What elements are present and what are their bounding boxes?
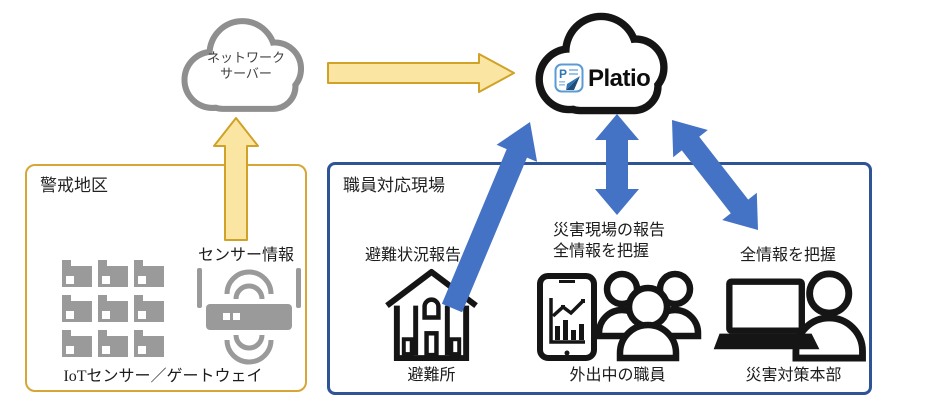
platio-brand-text: Platio bbox=[588, 64, 651, 92]
arrow-staff-platio-bidirectional bbox=[595, 114, 639, 215]
iot-devices-label: IoTセンサー／ゲートウェイ bbox=[63, 368, 263, 385]
hq-bottom-label: 災害対策本部 bbox=[745, 367, 842, 384]
network-cloud-label-line2: サーバー bbox=[220, 66, 272, 81]
staff-top-label-line1: 災害現場の報告 bbox=[553, 222, 666, 239]
iot-sensor-grid bbox=[62, 260, 164, 357]
iot-sensor-icon bbox=[98, 295, 128, 322]
arrow-network-to-platio bbox=[327, 53, 515, 93]
staff-top-label-line2: 全情報を把握 bbox=[553, 243, 650, 260]
iot-sensor-icon bbox=[62, 295, 92, 322]
staff-bottom-label: 外出中の職員 bbox=[569, 367, 666, 384]
sensor-info-label: センサー情報 bbox=[197, 247, 294, 264]
staff-response-title: 職員対応現場 bbox=[343, 176, 445, 195]
smartphone-chart-icon bbox=[537, 273, 597, 361]
iot-sensor-icon bbox=[62, 260, 92, 287]
blue-arrows-group bbox=[441, 114, 758, 313]
laptop-icon bbox=[713, 278, 820, 350]
iot-sensor-icon bbox=[134, 295, 164, 322]
hq-top-label: 全情報を把握 bbox=[739, 247, 836, 264]
iot-sensor-icon bbox=[134, 260, 164, 287]
staff-top-label: 災害現場の報告 全情報を把握 bbox=[553, 220, 713, 262]
iot-sensor-icon bbox=[98, 330, 128, 357]
arrow-hq-platio-bidirectional bbox=[672, 120, 758, 230]
platio-app-icon-letter: P bbox=[559, 67, 567, 81]
people-group-icon bbox=[595, 270, 702, 362]
arrow-shelter-to-platio bbox=[441, 122, 538, 313]
iot-sensor-icon bbox=[134, 330, 164, 357]
laptop-and-person-icon bbox=[713, 270, 866, 362]
shelter-bottom-label: 避難所 bbox=[407, 367, 456, 384]
shelter-icon bbox=[385, 268, 478, 362]
network-cloud-label: ネットワーク サーバー bbox=[186, 50, 306, 82]
phone-and-people-icon bbox=[537, 270, 702, 362]
iot-sensor-icon bbox=[98, 260, 128, 287]
platio-app-icon: P bbox=[554, 63, 584, 93]
shelter-top-label: 避難状況報告 bbox=[364, 247, 461, 264]
arrow-sensors-to-network bbox=[213, 117, 259, 241]
gateway-icon bbox=[197, 268, 301, 365]
network-cloud-label-line1: ネットワーク bbox=[206, 50, 285, 65]
alert-area-title: 警戒地区 bbox=[40, 176, 108, 195]
platio-logo: P Platio bbox=[554, 63, 651, 94]
iot-sensor-icon bbox=[62, 330, 92, 357]
